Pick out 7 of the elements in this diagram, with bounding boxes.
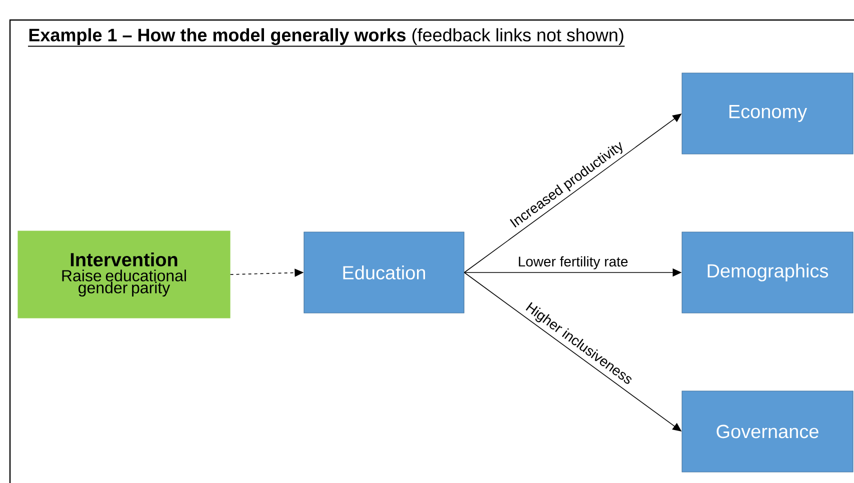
title: Example 1 – How the model generally works (feedback links not shown) bbox=[28, 28, 626, 47]
process-box: Demographics bbox=[682, 232, 854, 314]
intervention-box: Intervention Raise educational gender parity bbox=[18, 230, 230, 318]
process-box: Education bbox=[304, 232, 464, 314]
process-box: Governance bbox=[682, 390, 854, 472]
process-box: Economy bbox=[682, 72, 854, 154]
edge-label: Lower fertility rate bbox=[516, 255, 630, 270]
